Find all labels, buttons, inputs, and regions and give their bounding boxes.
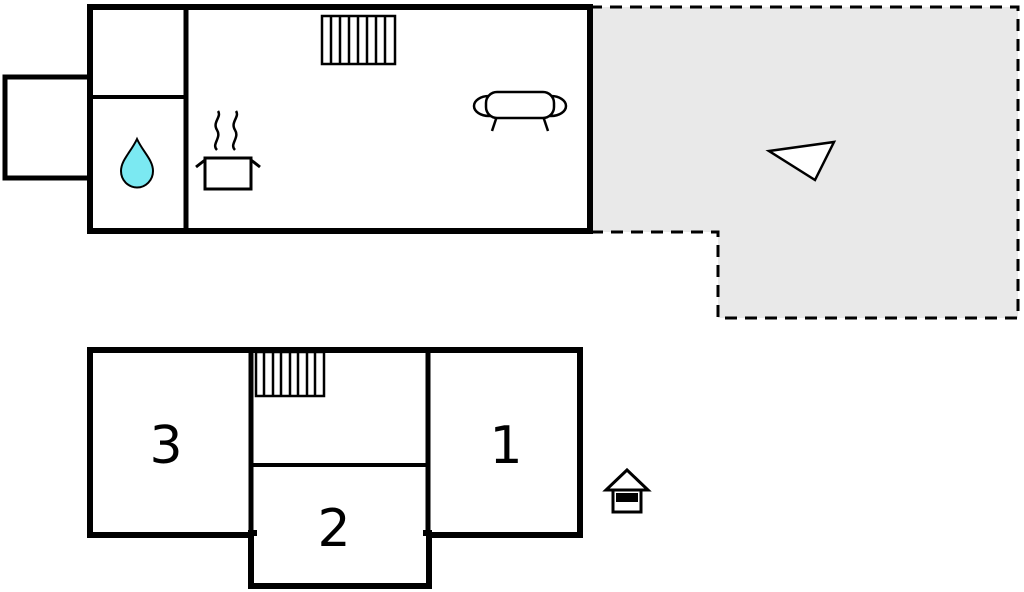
lower-floor-outline xyxy=(87,347,583,538)
steam-line xyxy=(213,110,221,151)
house-band xyxy=(616,493,638,502)
room-2-extension xyxy=(248,530,432,589)
staircase-icon xyxy=(320,14,397,66)
room-label-2: 2 xyxy=(317,499,350,559)
sofa-icon xyxy=(472,90,568,132)
water-drop-icon xyxy=(119,136,155,189)
sofa-body xyxy=(484,90,556,120)
pot-handle-left xyxy=(195,158,206,169)
lower-floor-plan: 3 1 2 xyxy=(87,347,583,589)
room-label-3: 3 xyxy=(149,416,182,476)
terrace-area xyxy=(588,5,1020,320)
staircase-icon xyxy=(254,350,326,398)
pot-handle-right xyxy=(250,158,261,169)
room-label-1: 1 xyxy=(489,416,522,476)
entry-porch xyxy=(2,74,93,181)
house-icon xyxy=(602,467,652,514)
staircase-steps xyxy=(262,352,317,396)
staircase-steps xyxy=(329,16,387,64)
wall-opening xyxy=(257,529,423,540)
pot-body xyxy=(203,156,253,191)
direction-arrow-icon xyxy=(765,140,837,182)
upper-floor-plan xyxy=(2,4,593,234)
steam-pot-icon xyxy=(195,110,261,191)
water-drop-shape xyxy=(119,136,155,189)
house-roof xyxy=(602,467,652,492)
steam-line xyxy=(231,110,239,151)
